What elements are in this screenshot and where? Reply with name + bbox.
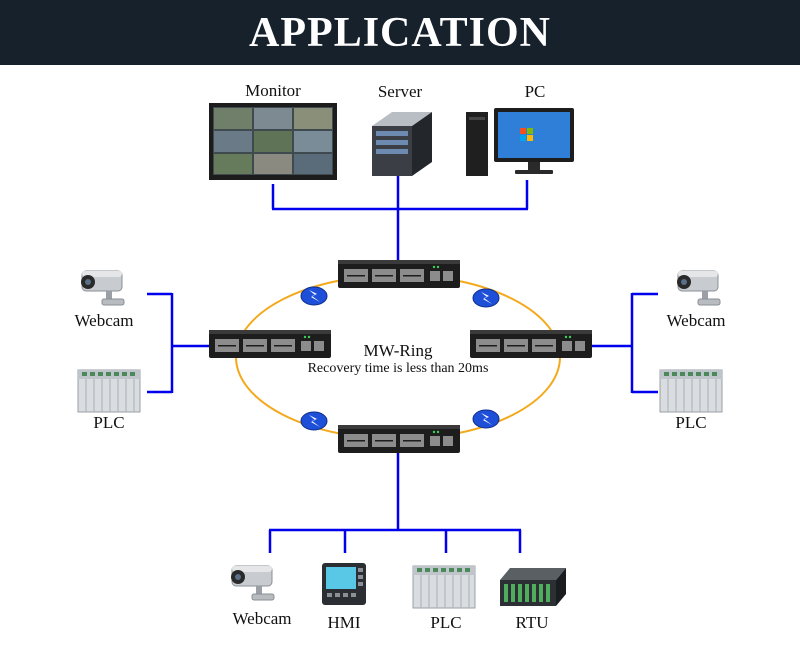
bottom-bus-lines: [268, 452, 522, 553]
label-webcam-bottom: Webcam: [232, 609, 292, 628]
label-plc-left: PLC: [93, 413, 125, 432]
right-bus-lines: [590, 292, 658, 394]
wireless-icon-bottom-left: [300, 411, 328, 431]
label-pc: PC: [524, 82, 546, 101]
label-plc-right: PLC: [675, 413, 707, 432]
webcam-icon-bottom: [230, 565, 275, 601]
server-icon: [372, 112, 432, 176]
webcam-icon-left: [80, 270, 125, 306]
pc-icon: [466, 108, 574, 176]
ring-recovery-note: Recovery time is less than 20ms: [307, 361, 489, 376]
left-bus-lines: [147, 292, 210, 394]
plc-icon-bottom: [412, 565, 476, 609]
switch-left: [209, 330, 331, 358]
switch-top: [338, 260, 460, 288]
page-title: APPLICATION: [249, 10, 551, 56]
switch-right: [470, 330, 592, 358]
label-hmi: HMI: [327, 613, 361, 632]
ring-name: MW-Ring: [363, 341, 433, 360]
plc-icon-right: [659, 369, 723, 413]
header-banner: [0, 0, 800, 65]
monitor-icon: [209, 103, 337, 180]
wireless-icon-bottom-right: [472, 409, 500, 429]
wireless-icon-top-left: [300, 286, 328, 306]
top-bus-lines: [271, 172, 529, 260]
plc-icon-left: [77, 369, 141, 413]
label-webcam-right: Webcam: [666, 311, 726, 330]
rtu-icon: [500, 568, 566, 606]
label-rtu: RTU: [515, 613, 549, 632]
webcam-icon-right: [676, 270, 721, 306]
wireless-icon-top-right: [472, 288, 500, 308]
label-plc-bottom: PLC: [430, 613, 462, 632]
switch-bottom: [338, 425, 460, 453]
label-webcam-left: Webcam: [74, 311, 134, 330]
hmi-icon: [322, 563, 366, 605]
label-server: Server: [377, 82, 423, 101]
label-monitor: Monitor: [245, 81, 301, 100]
